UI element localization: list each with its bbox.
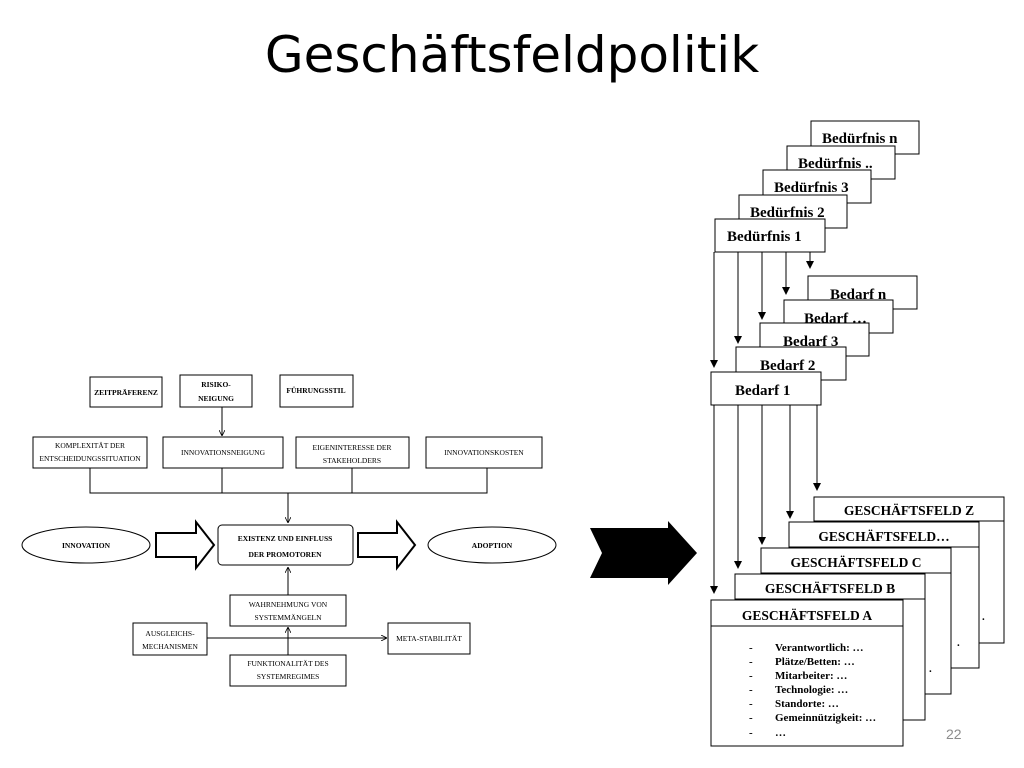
komplexitaet-label-2: ENTSCHEIDUNGSSITUATION	[39, 454, 141, 463]
svg-text:-: -	[749, 642, 753, 654]
innovation-diagram: ZEITPRÄFERENZ RISIKO- NEIGUNG FÜHRUNGSST…	[21, 374, 557, 687]
beduerfnis-label-n: Bedürfnis n	[822, 131, 898, 147]
ausgleich-label-2: MECHANISMEN	[142, 642, 198, 651]
promotoren-box	[217, 524, 354, 566]
meta-stabilitaet-box	[387, 622, 471, 655]
innovationskosten-box	[425, 436, 543, 469]
wahrnehmung-label-2: SYSTEMMÄNGELN	[254, 613, 322, 622]
detail-verantwortlich: Verantwortlich: …	[775, 642, 864, 654]
beduerfnis-label-3: Bedürfnis 3	[774, 180, 849, 196]
svg-text:-: -	[749, 727, 753, 739]
eigeninteresse-label-2: STAKEHOLDERS	[323, 456, 381, 465]
detail-more: …	[775, 727, 786, 739]
detail-mitarbeiter: Mitarbeiter: …	[775, 670, 847, 682]
geschaeftsfeld-label-z: GESCHÄFTSFELD Z	[844, 503, 974, 518]
page-number: 22	[946, 726, 962, 742]
transition-arrow-icon	[590, 521, 697, 585]
innovation-label: INNOVATION	[62, 541, 111, 550]
risikoneigung-box	[179, 374, 253, 408]
detail-plaetze: Plätze/Betten: …	[775, 656, 855, 668]
hollow-arrow-left	[155, 519, 216, 571]
eigeninteresse-box	[295, 436, 410, 469]
hollow-arrow-right	[357, 519, 417, 571]
bedarf-box-1	[710, 371, 822, 406]
beduerfnis-label-dots: Bedürfnis ..	[798, 156, 873, 172]
factor-connector	[89, 468, 488, 494]
bedarf-label-2: Bedarf 2	[760, 358, 815, 374]
svg-text:-: -	[749, 656, 753, 668]
adoption-ellipse	[427, 526, 557, 564]
detail-technologie: Technologie: …	[775, 684, 848, 696]
geschaeftsfeld-label-c: GESCHÄFTSFELD C	[791, 555, 922, 570]
svg-text:.: .	[982, 611, 985, 623]
bedarf-label-n: Bedarf n	[830, 287, 887, 303]
zeitpraeferenz-box	[89, 376, 163, 408]
geschaeftsfeld-label-b: GESCHÄFTSFELD B	[765, 581, 895, 596]
wahrnehmung-label-1: WAHRNEHMUNG VON	[249, 600, 328, 609]
meta-stabilitaet-label: META-STABILITÄT	[396, 634, 462, 643]
wahrnehmung-box	[229, 594, 347, 627]
fuehrungsstil-label: FÜHRUNGSSTIL	[286, 386, 345, 395]
funktionalitaet-label-1: FUNKTIONALITÄT DES	[247, 659, 328, 668]
svg-text:-: -	[749, 684, 753, 696]
svg-text:-: -	[749, 712, 753, 724]
geschaeftsfeld-a-details: - Verantwortlich: … - Plätze/Betten: … -…	[749, 642, 876, 739]
detail-gemeinnuetzigkeit: Gemeinnützigkeit: …	[775, 712, 876, 724]
fuehrungsstil-box	[279, 374, 354, 408]
promotoren-label-2: DER PROMOTOREN	[249, 550, 323, 559]
risikoneigung-label-1: RISIKO-	[201, 380, 231, 389]
funktionalitaet-box	[229, 654, 347, 687]
innovationsneigung-label: INNOVATIONSNEIGUNG	[181, 448, 266, 457]
funktionalitaet-label-2: SYSTEMREGIMES	[257, 672, 320, 681]
business-field-diagram: Bedürfnis n Bedürfnis .. Bedürfnis 3 Bed…	[710, 120, 1005, 747]
beduerfnis-label-1: Bedürfnis 1	[727, 229, 802, 245]
detail-standorte: Standorte: …	[775, 698, 839, 710]
komplexitaet-label-1: KOMPLEXITÄT DER	[55, 441, 125, 450]
ausgleich-label-1: AUSGLEICHS-	[145, 629, 195, 638]
adoption-label: ADOPTION	[472, 541, 513, 550]
zeitpraeferenz-label: ZEITPRÄFERENZ	[94, 388, 158, 397]
svg-text:.: .	[929, 663, 932, 675]
risikoneigung-label-2: NEIGUNG	[198, 394, 234, 403]
innovationskosten-label: INNOVATIONSKOSTEN	[444, 448, 524, 457]
ausgleich-box	[132, 622, 208, 656]
eigeninteresse-label-1: EIGENINTERESSE DER	[313, 443, 392, 452]
bedarf-label-1: Bedarf 1	[735, 383, 790, 399]
svg-text:-: -	[749, 698, 753, 710]
slide-title: Geschäftsfeldpolitik	[264, 26, 760, 84]
geschaeftsfeld-label-a: GESCHÄFTSFELD A	[742, 608, 872, 623]
beduerfnis-label-2: Bedürfnis 2	[750, 205, 825, 221]
geschaeftsfeld-box-a	[710, 599, 904, 747]
innovation-ellipse	[21, 526, 151, 564]
svg-text:-: -	[749, 670, 753, 682]
innovationsneigung-box	[162, 436, 284, 469]
geschaeftsfeld-label-dots: GESCHÄFTSFELD…	[818, 529, 949, 544]
beduerfnis-box-1	[714, 218, 826, 253]
svg-text:.: .	[957, 637, 960, 649]
bedarf-label-3: Bedarf 3	[783, 334, 838, 350]
promotoren-label-1: EXISTENZ UND EINFLUSS	[238, 534, 333, 543]
komplexitaet-box	[32, 436, 148, 469]
